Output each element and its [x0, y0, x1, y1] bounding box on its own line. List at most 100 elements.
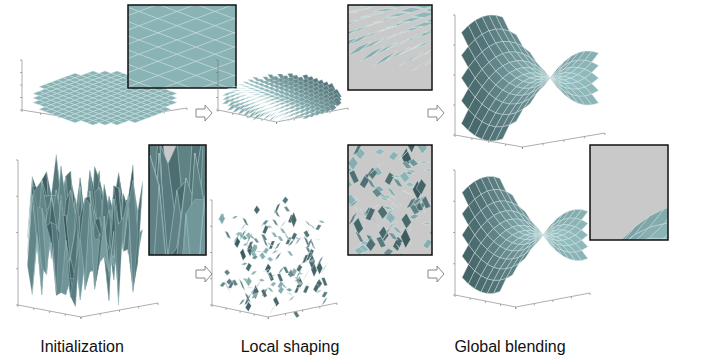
plot-axes	[216, 60, 348, 124]
surface-tile	[220, 282, 226, 287]
plot-axes	[453, 15, 605, 149]
surface-tile	[283, 267, 289, 273]
surface-tile	[360, 12, 383, 17]
surface-tile	[551, 62, 565, 78]
surface-tile	[407, 145, 417, 153]
surface-tile	[263, 101, 272, 103]
surface-tile	[348, 8, 371, 13]
surface-tile	[243, 94, 252, 95]
surface-tile	[80, 198, 90, 278]
surface-tile	[109, 199, 119, 305]
surface-tile	[263, 93, 272, 95]
surface-tile	[315, 239, 321, 241]
surface-tile	[247, 287, 253, 289]
surface-tile	[373, 51, 396, 66]
surface-tile	[248, 92, 257, 94]
surface-tile	[275, 253, 281, 260]
surface-tile	[634, 209, 664, 235]
surface-tile	[268, 99, 277, 101]
surface-tile	[360, 47, 383, 62]
surface-tile	[412, 12, 432, 18]
surface-tile	[150, 187, 168, 255]
inset-frame	[348, 145, 432, 255]
surface-tile	[383, 206, 393, 209]
surface-tile	[71, 238, 81, 306]
surface-tile	[590, 234, 605, 240]
surface-tile	[286, 288, 292, 292]
surface-tile	[254, 205, 260, 214]
surface-tile	[288, 116, 297, 122]
surface-tile	[260, 252, 266, 260]
surface-tile	[275, 242, 281, 250]
surface-tile	[409, 214, 419, 219]
surface-tile	[399, 150, 409, 161]
surface-tile	[303, 286, 309, 294]
plot-axes	[453, 170, 590, 309]
surface-tile	[349, 170, 359, 184]
surface-tile	[240, 249, 246, 261]
surface-tile	[258, 105, 267, 109]
surface-tile	[512, 254, 525, 267]
surface-tile	[321, 277, 327, 286]
surface-tile	[278, 267, 284, 274]
surface-tile	[246, 277, 252, 287]
surface-tile	[405, 182, 415, 187]
surface-tile	[375, 149, 385, 155]
surface-tile	[425, 52, 432, 65]
surface-tile	[253, 97, 262, 99]
plot-axes	[16, 160, 158, 319]
surface-tile	[406, 197, 416, 208]
surface-tile	[393, 178, 403, 187]
surface-tile	[129, 118, 141, 123]
surface-tile	[242, 262, 248, 265]
surface-tile	[383, 248, 393, 255]
surface-tile	[233, 90, 242, 92]
surface-tile	[219, 213, 225, 224]
surface-tile	[366, 238, 376, 252]
surface-tile	[262, 225, 268, 234]
surface-tile	[373, 17, 396, 23]
surface-tile	[278, 286, 284, 294]
surface-tile	[273, 101, 282, 103]
inset-frame	[128, 5, 236, 88]
surface-tile	[417, 145, 427, 154]
step-arrow	[196, 266, 212, 282]
surface-tile	[321, 263, 327, 273]
surface-tile	[273, 297, 279, 307]
surface-tile	[322, 292, 328, 298]
surface-tile	[268, 106, 277, 110]
surface-tile	[267, 257, 273, 262]
surface-tile	[280, 228, 286, 233]
surface-tile	[293, 311, 299, 318]
surface-tile	[168, 213, 186, 255]
surface-tile	[530, 85, 544, 99]
surface-tile	[268, 115, 277, 122]
surface-tile	[575, 250, 588, 260]
surface-tile	[245, 293, 251, 303]
surface-tile	[272, 245, 278, 253]
surface-tile	[402, 191, 412, 195]
surface-tile	[619, 216, 649, 240]
surface-tile	[273, 110, 282, 115]
surface-tile	[386, 39, 409, 50]
surface-tile	[232, 216, 238, 219]
surface-tile	[304, 237, 310, 247]
surface-tile	[399, 18, 422, 22]
surface-tile	[295, 268, 301, 281]
surface-tile	[243, 90, 252, 91]
surface-tile	[270, 282, 276, 287]
surface-tile	[557, 56, 571, 70]
surface-tile	[401, 228, 411, 248]
surface-tile	[544, 223, 557, 235]
surface-tile	[263, 248, 269, 254]
surface-tile	[241, 223, 247, 230]
surface-tile	[262, 288, 268, 296]
surface-tile	[386, 22, 409, 28]
surface-tile	[386, 13, 409, 17]
zoom-inset	[348, 145, 432, 255]
surface-tile	[252, 293, 258, 298]
surface-tile	[223, 96, 232, 100]
surface-tile	[516, 99, 530, 113]
surface-tile	[392, 196, 402, 207]
